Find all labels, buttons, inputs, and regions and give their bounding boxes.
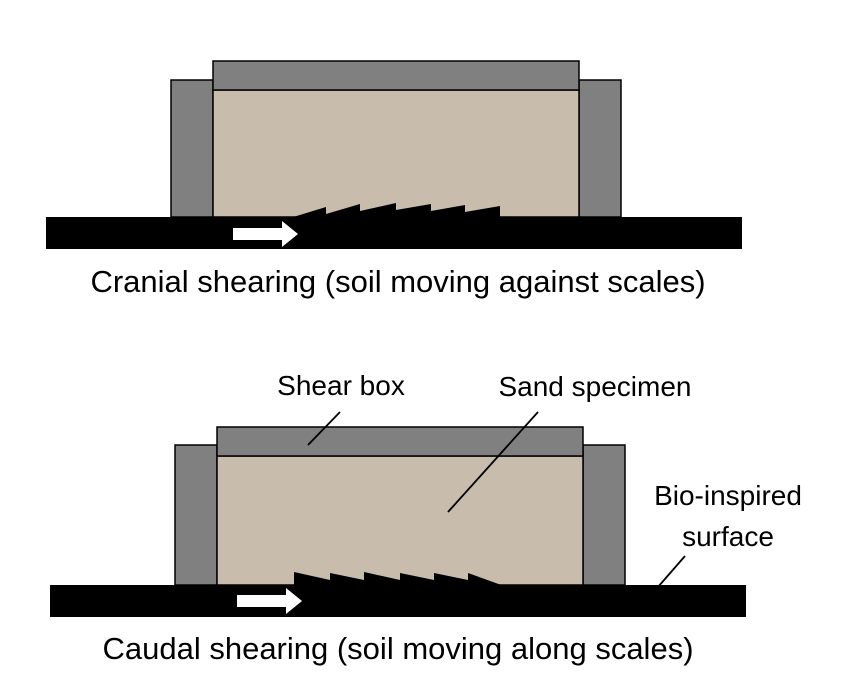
caudal-caption: Caudal shearing (soil moving along scale… xyxy=(102,631,693,666)
cranial-panel: Cranial shearing (soil moving against sc… xyxy=(46,60,742,299)
shear-box-right-wall xyxy=(578,79,622,218)
sand-specimen-label: Sand specimen xyxy=(498,371,691,402)
shear-box-top-cap xyxy=(216,426,584,457)
shearing-direction-arrow xyxy=(237,588,302,614)
shear-box-top-cap xyxy=(212,60,580,91)
caudal-panel: Shear box Sand specimen Bio-inspired sur… xyxy=(50,370,802,666)
cranial-caption: Cranial shearing (soil moving against sc… xyxy=(90,264,705,299)
bio-inspired-leader-line xyxy=(657,555,686,588)
shear-box-leader-line xyxy=(307,411,341,446)
surface-scales xyxy=(290,203,500,218)
sand-specimen-leader-line xyxy=(447,411,539,513)
shear-box-label: Shear box xyxy=(277,370,405,401)
bio-inspired-label-line1: Bio-inspired xyxy=(654,480,802,511)
sand-specimen xyxy=(216,455,584,586)
shearing-direction-arrow xyxy=(233,221,298,247)
shear-box-right-wall xyxy=(582,444,626,586)
shear-box-left-wall xyxy=(170,79,214,218)
surface-scales xyxy=(294,572,504,586)
shear-box-left-wall xyxy=(174,444,218,586)
bio-inspired-surface xyxy=(50,585,746,617)
bio-inspired-label-line2: surface xyxy=(682,521,774,552)
bio-inspired-surface xyxy=(46,217,742,249)
sand-specimen xyxy=(212,89,580,218)
